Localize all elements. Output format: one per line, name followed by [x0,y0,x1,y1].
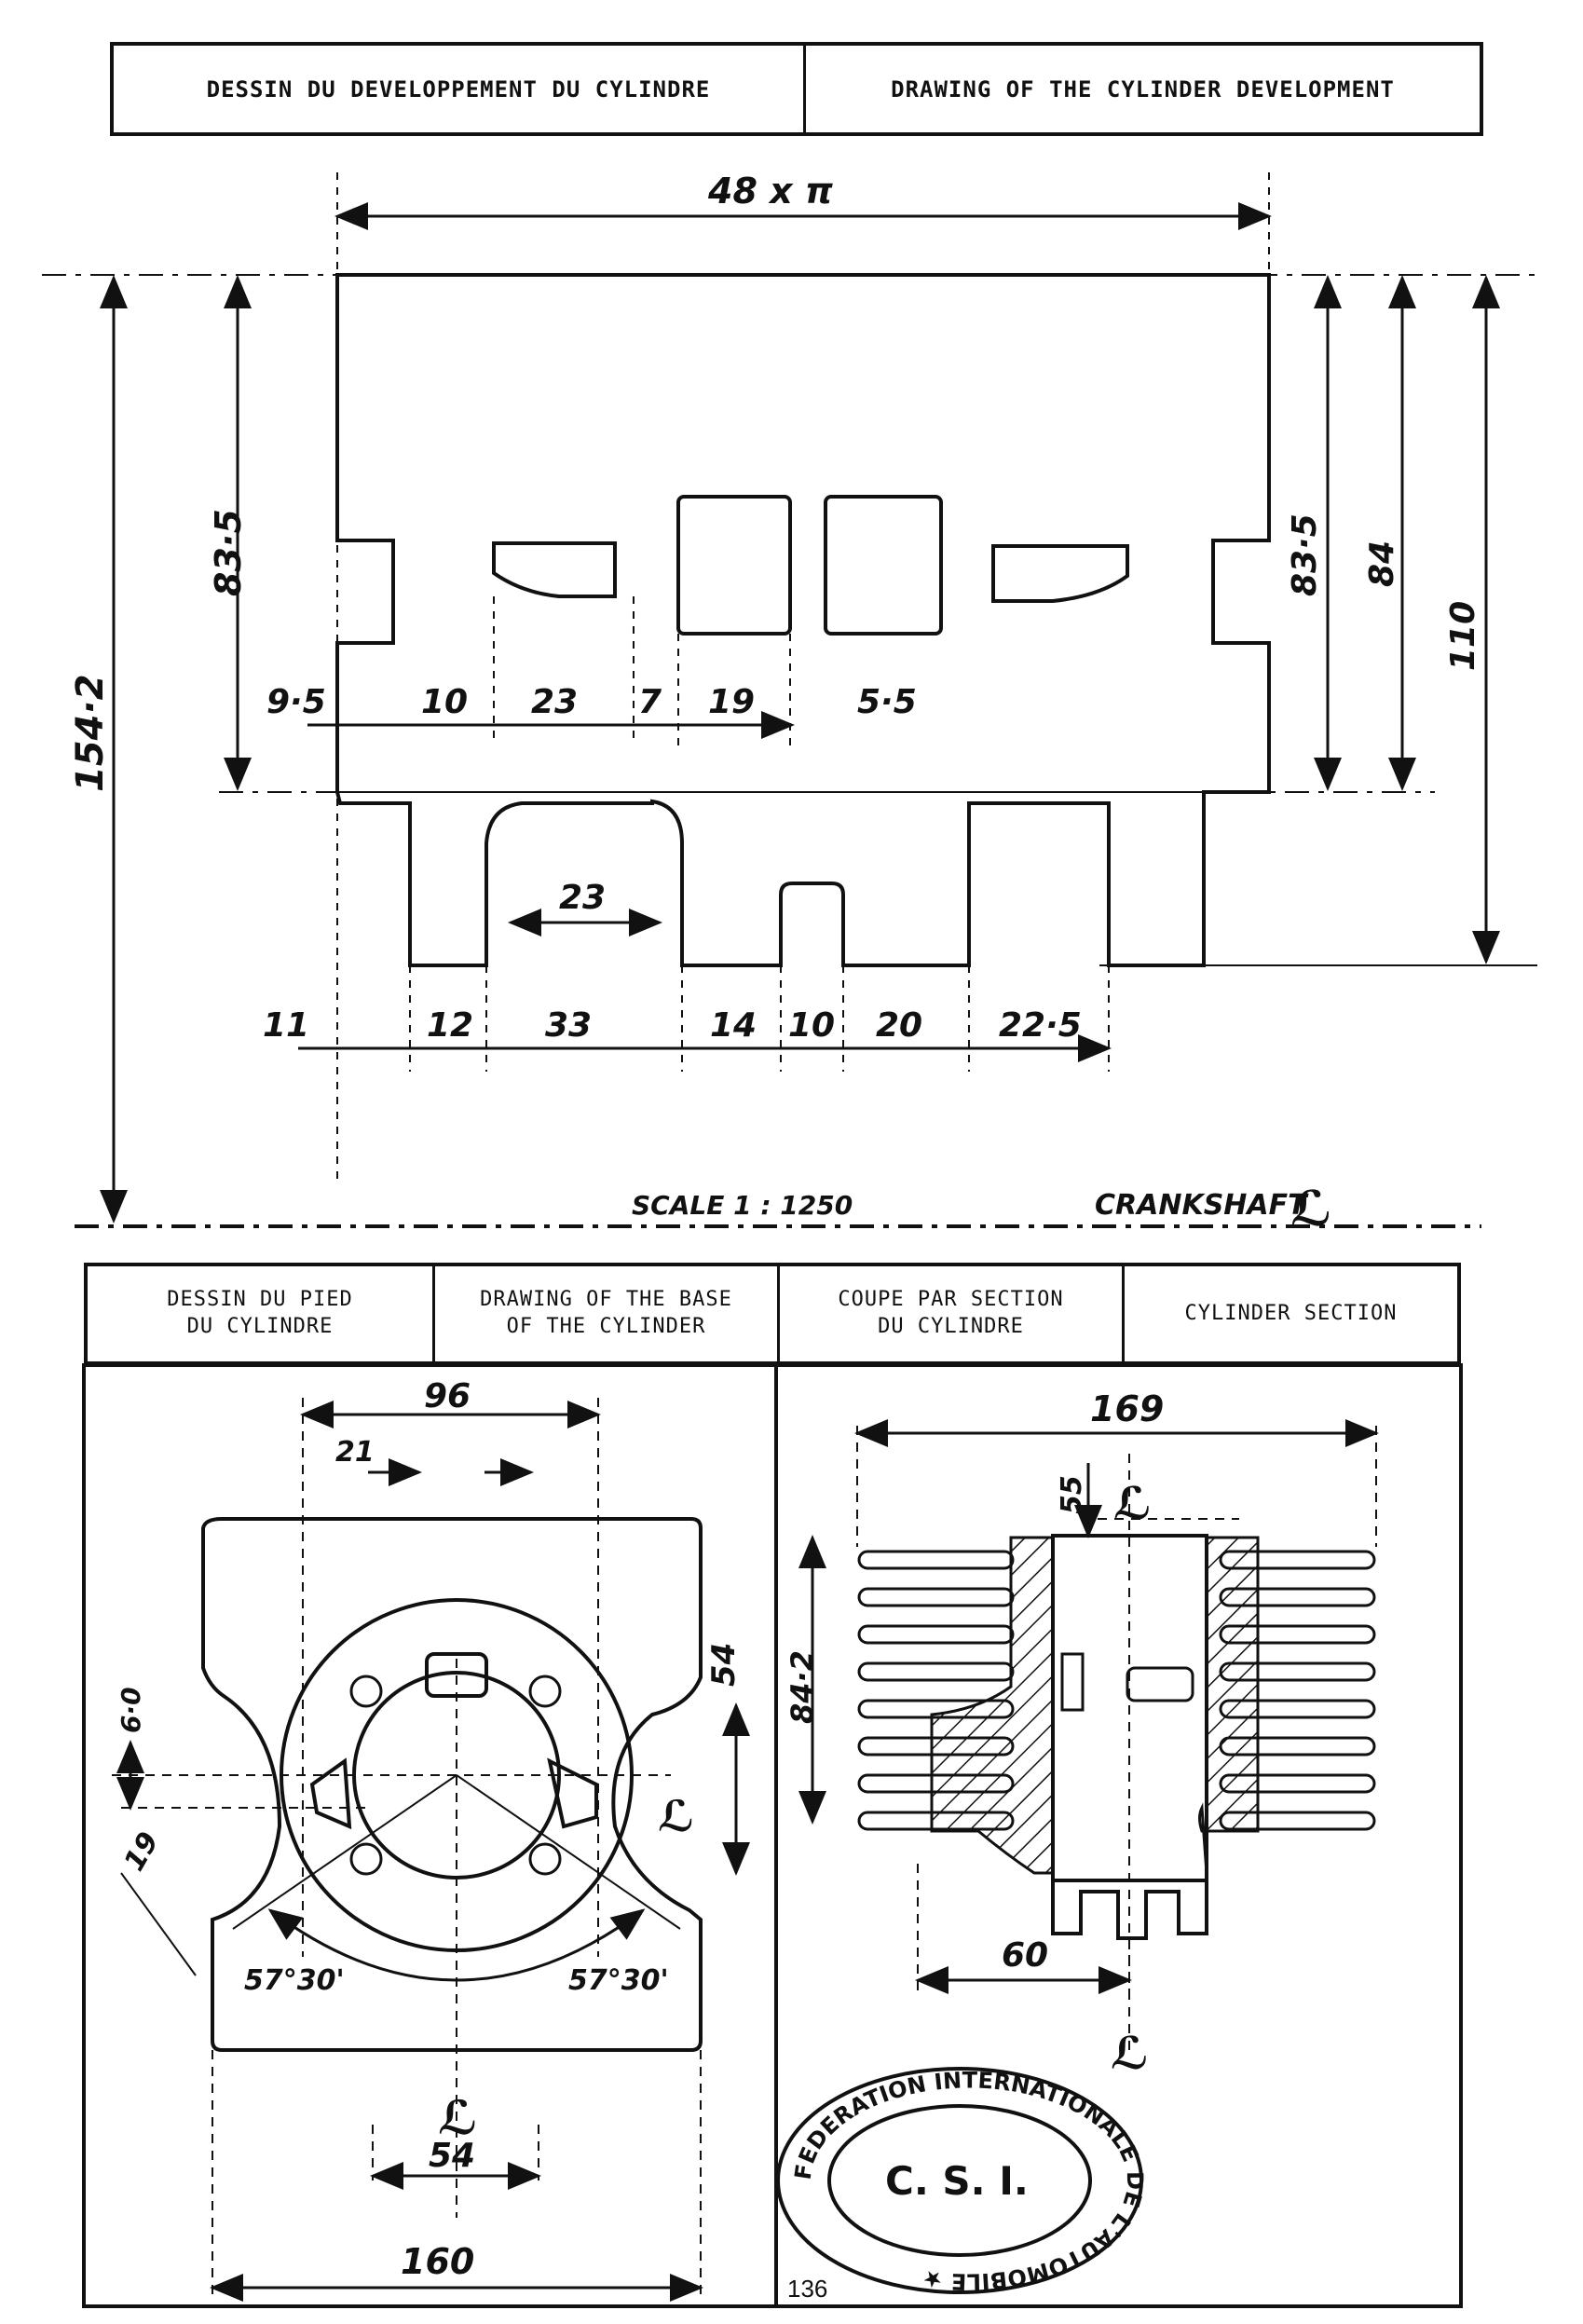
cylinder-development-view: 48 x π 154·2 83·5 83·5 84 110 9·5 10 23 … [42,171,1537,1237]
dim-19: 19 [708,683,755,721]
lower-dim-labels: 11 12 33 14 10 20 22·5 [263,1006,1082,1045]
base-centerline-symbol: ℒ [438,2091,478,2145]
dim-54-vert-label: 54 [705,1643,743,1687]
dim-6-label: 6·0 [116,1687,146,1733]
top-title-english: DRAWING OF THE CYLINDER DEVELOPMENT [803,46,1480,132]
dim-5-5: 5·5 [857,683,917,721]
base-center-lines [112,1398,702,2302]
dim-14: 14 [710,1006,757,1045]
angle-ray-right [456,1774,681,1930]
base-flange-outline [201,1517,703,2052]
bottom-title-block: DESSIN DU PIED DU CYLINDRE DRAWING OF TH… [84,1263,1461,1365]
section-skirt [1051,1880,1208,1940]
dim-9-5: 9·5 [266,683,326,721]
base-title-french-text: DESSIN DU PIED DU CYLINDRE [167,1288,353,1338]
stamp-center-text: C. S. I. [885,2158,1029,2204]
section-centerline-symbol-bottom: ℒ [1111,2028,1149,2080]
dim-7: 7 [638,683,662,721]
dim-60-label: 60 [1002,1936,1048,1975]
dim-54-horiz-label: 54 [429,2137,475,2175]
angle-ray-left [232,1774,457,1930]
inner-dim-label: 23 [559,879,606,917]
stud-hole-4 [528,1842,562,1876]
cylinder-section-view: 169 55 84·2 60 ℒ ℒ [785,1388,1379,2080]
base-title-english: DRAWING OF THE BASE OF THE CYLINDER [432,1266,777,1361]
crankshaft-centerline-symbol: ℒ [1290,1182,1332,1237]
dim-169-label: 169 [1090,1388,1164,1429]
dim-11: 11 [263,1006,309,1045]
dim-10-bottom: 10 [788,1006,835,1045]
exhaust-port-left [676,495,792,636]
dim-84-2-label: 84·2 [785,1650,820,1724]
transfer-port-right [991,544,1129,603]
base-title-english-text: DRAWING OF THE BASE OF THE CYLINDER [480,1288,732,1338]
left-port-height-dim-label: 83·5 [208,509,249,596]
right-port-height-dim-label: 83·5 [1286,513,1324,596]
extension-lines [336,172,1270,1183]
development-outline [335,273,1271,967]
section-title-french: COUPE PAR SECTION DU CYLINDRE [777,1266,1122,1361]
dim-12: 12 [427,1006,473,1045]
section-port-right [1126,1666,1194,1702]
transfer-slot-right [547,1757,598,1829]
stamp-inner-ring [827,2104,1092,2257]
dim-23-top: 23 [531,683,578,721]
stud-hole-1 [349,1675,383,1708]
section-wall-left [930,1536,1055,1875]
stamp-outer-ring [776,2067,1143,2294]
cylinder-base-view: 96 21 54 6·0 19 57°30' 57°30' ℒ ℒ 54 160 [112,1377,750,2302]
top-title-english-text: DRAWING OF THE CYLINDER DEVELOPMENT [891,75,1395,103]
angle-left-label: 57°30' [244,1964,345,1997]
section-wall-right [1198,1536,1260,1874]
angle-right-label: 57°30' [568,1964,669,1997]
dim-20: 20 [876,1006,922,1045]
section-title-english-text: CYLINDER SECTION [1184,1301,1398,1325]
dim-55-label: 55 [1056,1475,1088,1514]
stud-hole-3 [349,1842,383,1876]
top-title-french: DESSIN DU DEVELOPPEMENT DU CYLINDRE [114,46,803,132]
exhaust-port-right [824,495,943,636]
exhaust-height-dim-label: 84 [1363,540,1401,587]
top-title-block: DESSIN DU DEVELOPPEMENT DU CYLINDRE DRAW… [110,42,1483,136]
width-dim-label: 48 x π [707,171,833,212]
top-title-french-text: DESSIN DU DEVELOPPEMENT DU CYLINDRE [206,75,711,103]
base-side-centerline-symbol: ℒ [658,1791,694,1841]
total-height-dim-label: 154·2 [69,674,112,792]
dim-160-label: 160 [401,2241,474,2282]
dim-22-5: 22·5 [999,1006,1082,1045]
page-number: 136 [787,2275,827,2303]
bottom-frame [82,1363,1463,2308]
section-title-french-text: COUPE PAR SECTION DU CYLINDRE [838,1288,1064,1338]
crankshaft-label: CRANKSHAFT [1095,1189,1309,1222]
slope-line [120,1872,197,1976]
transfer-port-left [492,541,617,598]
dim-10-top: 10 [421,683,468,721]
stud-hole-2 [528,1675,562,1708]
skirt-height-dim-label: 110 [1444,601,1482,671]
dim-96-label: 96 [424,1377,471,1415]
fia-csi-stamp: FEDERATION INTERNATIONALE DE L'AUTOMOBIL… [776,2067,1148,2295]
transfer-slot-left [309,1757,352,1830]
scale-label: SCALE 1 : 1250 [632,1190,853,1221]
section-centerline-symbol-top: ℒ [1113,1478,1152,1530]
dim-19-label: 19 [118,1826,166,1877]
section-port-left [1060,1652,1085,1712]
dim-33: 33 [545,1006,592,1045]
section-title-english: CYLINDER SECTION [1122,1266,1457,1361]
upper-dim-labels: 9·5 10 23 7 19 5·5 [266,683,917,721]
base-title-french: DESSIN DU PIED DU CYLINDRE [88,1266,432,1361]
angle-arc [267,1908,646,1982]
dim-21-label: 21 [335,1436,375,1469]
